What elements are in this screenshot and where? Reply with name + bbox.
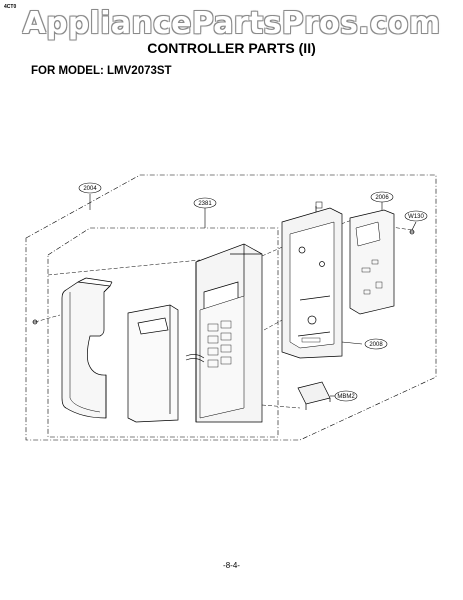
assembly-outline-outer [25, 174, 437, 441]
label-2006: 2006 [375, 195, 389, 201]
part-labels: 2004 2381 2006 W130 2008 MBM2 [83, 186, 424, 400]
part-2006-shape [349, 209, 395, 315]
screw-left-icon [32, 319, 38, 325]
label-mbm2: MBM2 [337, 394, 355, 400]
corner-mark: 4CT0 [4, 4, 17, 10]
label-w130: W130 [408, 214, 424, 220]
part-2004-shape [61, 277, 113, 419]
page-title: CONTROLLER PARTS (II) [147, 40, 316, 56]
part-mbm2-shape [297, 381, 331, 410]
part-2008-shape [281, 201, 343, 359]
label-2004: 2004 [83, 186, 97, 192]
film-panel-shape [127, 304, 179, 423]
keypad-buttons [207, 320, 232, 368]
watermark-logo: AppliancePartsPros.com [22, 6, 441, 41]
pcb-components [361, 259, 383, 295]
label-2381: 2381 [198, 201, 212, 207]
leader-lines [89, 194, 417, 397]
part-label-ellipses [78, 182, 428, 402]
assembly-outline-inner [47, 227, 279, 438]
model-line: FOR MODEL: LMV2073ST [31, 65, 172, 77]
page-number: -8-4- [223, 561, 240, 570]
part-2381-shape [185, 243, 263, 423]
label-2008: 2008 [369, 342, 383, 348]
screw-w130-icon [409, 229, 415, 235]
